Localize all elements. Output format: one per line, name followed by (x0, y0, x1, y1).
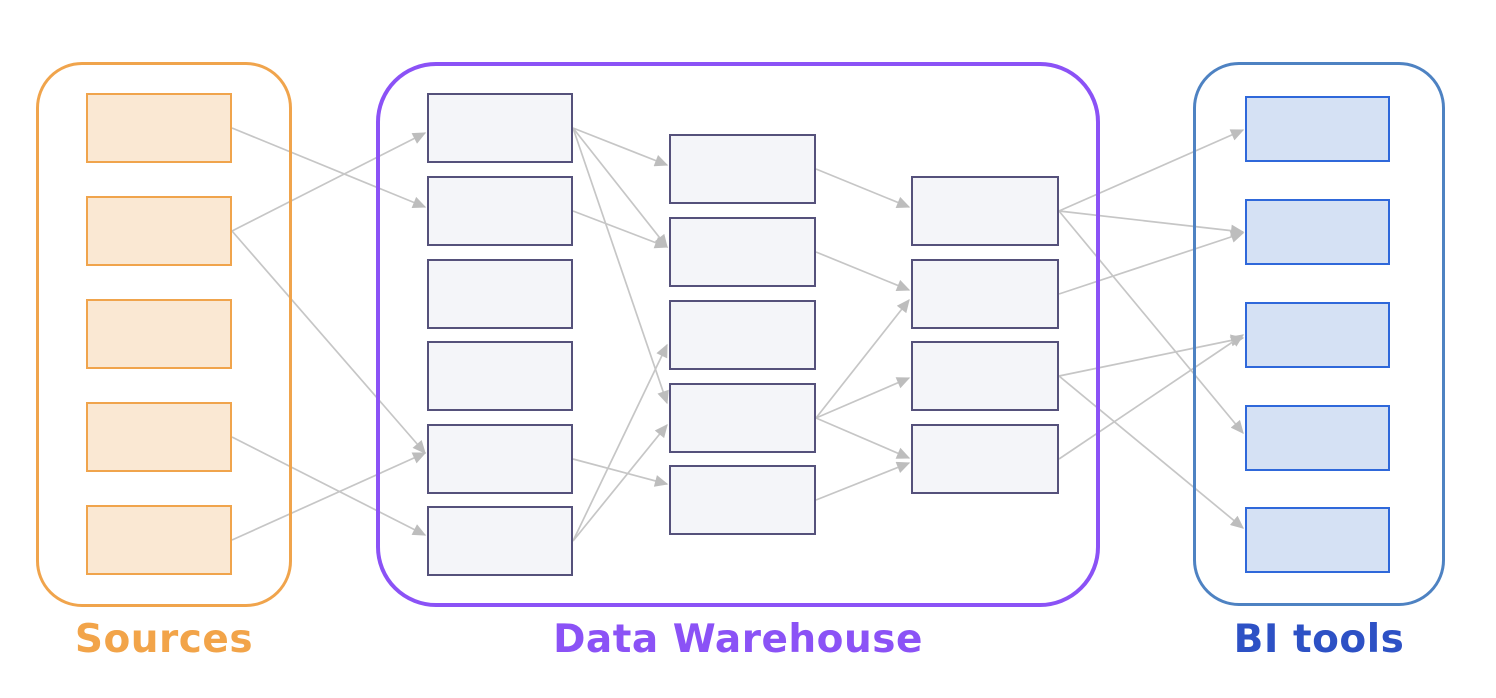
edge-w3_1-to-b2 (1058, 210, 1245, 237)
edge-s4-to-w1_6 (231, 436, 427, 536)
sources-box-4 (86, 402, 232, 472)
bi-tools-container-frame (1193, 62, 1445, 606)
sources-box-3 (86, 299, 232, 369)
bi-tools-box-2 (1245, 199, 1390, 265)
warehouse-box-2 (427, 176, 573, 246)
bi-tools-box-3 (1245, 302, 1390, 368)
edge-s2-to-w1_1 (231, 132, 427, 232)
sources-box-1 (86, 93, 232, 163)
warehouse-box-14 (911, 341, 1059, 411)
warehouse-box-3 (427, 259, 573, 329)
edge-s1-to-w1_2 (231, 127, 427, 209)
sources-container-frame (36, 62, 292, 607)
edge-w3_4-to-b3 (1058, 334, 1245, 460)
edge-w1_5-to-w2_5 (572, 458, 669, 487)
edge-w2_4-to-w3_4 (815, 417, 911, 459)
bi-tools-box-5 (1245, 507, 1390, 573)
edge-w1_1-to-w2_1 (572, 127, 669, 167)
warehouse-box-7 (669, 134, 816, 204)
edge-w3_1-to-b1 (1058, 129, 1245, 212)
edge-w2_1-to-w3_1 (815, 168, 911, 209)
warehouse-box-4 (427, 341, 573, 411)
warehouse-box-13 (911, 259, 1059, 329)
edge-w2_4-to-w3_2 (815, 298, 910, 419)
warehouse-box-12 (911, 176, 1059, 246)
warehouse-box-11 (669, 465, 816, 535)
warehouse-box-8 (669, 217, 816, 287)
edge-w2_4-to-w3_3 (815, 377, 911, 419)
warehouse-box-5 (427, 424, 573, 494)
edge-w2_5-to-w3_4 (815, 461, 911, 501)
edge-s2-to-w1_5 (231, 230, 426, 455)
warehouse-label: Data Warehouse (553, 617, 923, 662)
edge-w3_3-to-b5 (1058, 375, 1245, 529)
warehouse-box-10 (669, 383, 816, 453)
edge-w3_3-to-b3 (1058, 334, 1245, 377)
sources-box-2 (86, 196, 232, 266)
edge-w1_1-to-w2_2 (572, 127, 668, 249)
bi-tools-box-4 (1245, 405, 1390, 471)
warehouse-box-1 (427, 93, 573, 163)
bi-tools-box-1 (1245, 96, 1390, 162)
warehouse-box-6 (427, 506, 573, 576)
edge-w1_6-to-w2_3 (572, 343, 668, 542)
warehouse-box-15 (911, 424, 1059, 494)
sources-label: Sources (74, 617, 254, 662)
sources-box-5 (86, 505, 232, 575)
edge-w1_2-to-w2_2 (572, 210, 669, 249)
edge-s5-to-w1_5 (231, 452, 427, 541)
edge-w3_2-to-b2 (1058, 231, 1245, 295)
edge-w2_2-to-w3_2 (815, 251, 911, 292)
edge-w3_1-to-b4 (1058, 210, 1244, 435)
warehouse-box-9 (669, 300, 816, 370)
edge-w1_1-to-w2_4 (572, 127, 669, 405)
warehouse-container-frame (376, 62, 1100, 607)
edge-w1_6-to-w2_4 (572, 423, 668, 542)
bi-tools-label: BI tools (1233, 617, 1405, 662)
